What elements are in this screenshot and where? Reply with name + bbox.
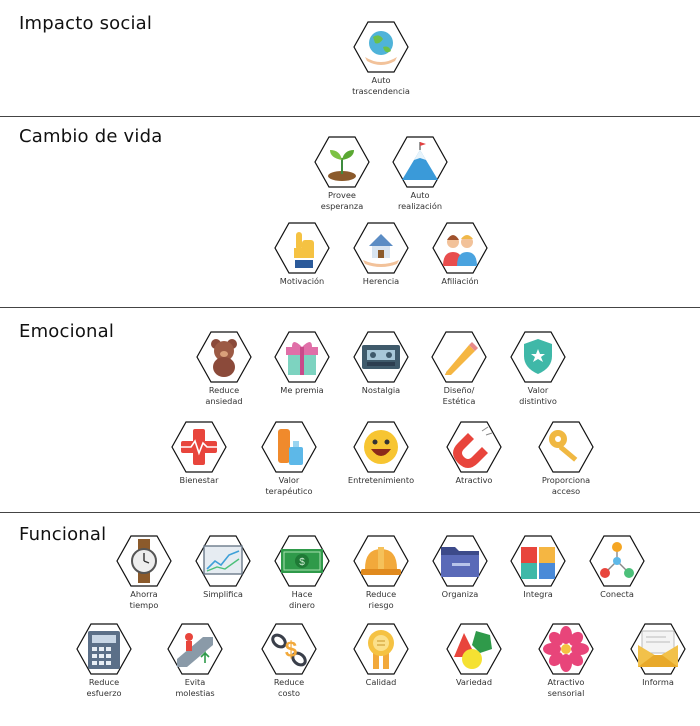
- item-label: Valor distintivo: [519, 385, 557, 406]
- shapes-icon: [446, 623, 502, 675]
- watch-icon: [116, 535, 172, 587]
- item-label: Provee esperanza: [320, 190, 364, 211]
- value-item: Integra: [488, 535, 588, 600]
- item-label: Motivación: [279, 276, 325, 286]
- flower-icon: [538, 623, 594, 675]
- teddy-bear-icon: [196, 331, 252, 383]
- svg-text:$: $: [299, 557, 305, 568]
- item-label: Ahorra tiempo: [129, 589, 159, 610]
- item-label: Valor terapéutico: [265, 475, 313, 496]
- item-label: Informa: [642, 677, 674, 687]
- value-item: Conecta: [567, 535, 667, 600]
- item-label: Auto realización: [397, 190, 443, 211]
- item-label: Integra: [523, 589, 553, 599]
- item-label: Diseño/ Estética: [442, 385, 476, 406]
- chain-dollar-icon: $: [261, 623, 317, 675]
- item-label: Bienestar: [179, 475, 219, 485]
- item-label: Reduce esfuerzo: [86, 677, 122, 698]
- value-item: Motivación: [252, 222, 352, 287]
- chart-board-icon: [195, 535, 251, 587]
- hard-hat-icon: [353, 535, 409, 587]
- item-label: Calidad: [365, 677, 397, 687]
- item-label: Atractivo sensorial: [547, 677, 585, 698]
- value-item: Calidad: [331, 623, 431, 688]
- money-icon: $: [274, 535, 330, 587]
- quality-badge-icon: [353, 623, 409, 675]
- section-title-impacto-social: Impacto social: [19, 13, 153, 34]
- item-label: Reduce ansiedad: [205, 385, 243, 406]
- hand-gesture-icon: [274, 222, 330, 274]
- smiley-icon: [353, 421, 409, 473]
- value-item: Afiliación: [410, 222, 510, 287]
- value-item: Reduce riesgo: [331, 535, 431, 610]
- calculator-icon: [76, 623, 132, 675]
- item-label: Variedad: [455, 677, 493, 687]
- item-label: Conecta: [600, 589, 634, 599]
- item-label: Reduce costo: [273, 677, 305, 698]
- value-item: Organiza: [410, 535, 510, 600]
- item-label: Auto trascendencia: [352, 75, 410, 96]
- value-item: Evita molestias: [145, 623, 245, 698]
- item-label: Simplifica: [203, 589, 243, 599]
- item-label: Afiliación: [441, 276, 479, 286]
- item-label: Herencia: [362, 276, 400, 286]
- medical-cross-icon: [171, 421, 227, 473]
- escalator-icon: [167, 623, 223, 675]
- value-item: Proporciona acceso: [516, 421, 616, 496]
- value-item: Valor distintivo: [488, 331, 588, 406]
- section-title-cambio-de-vida: Cambio de vida: [19, 126, 163, 147]
- house-hand-icon: [353, 222, 409, 274]
- value-item: Reduce ansiedad: [174, 331, 274, 406]
- section-divider: [0, 512, 700, 513]
- gift-icon: [274, 331, 330, 383]
- section-divider: [0, 307, 700, 308]
- shield-star-icon: [510, 331, 566, 383]
- value-item: Herencia: [331, 222, 431, 287]
- item-label: Proporciona acceso: [541, 475, 591, 496]
- folder-icon: [432, 535, 488, 587]
- value-item: Simplifica: [173, 535, 273, 600]
- network-icon: [589, 535, 645, 587]
- magnet-icon: [446, 421, 502, 473]
- value-item: Diseño/ Estética: [409, 331, 509, 406]
- section-divider: [0, 116, 700, 117]
- value-item: Atractivo: [424, 421, 524, 486]
- cream-bottles-icon: [261, 421, 317, 473]
- item-label: Organiza: [441, 589, 479, 599]
- pencil-icon: [431, 331, 487, 383]
- item-label: Nostalgia: [361, 385, 401, 395]
- value-item: Me premia: [252, 331, 352, 396]
- puzzle-icon: [510, 535, 566, 587]
- cassette-icon: [353, 331, 409, 383]
- value-item: Valor terapéutico: [239, 421, 339, 496]
- envelope-icon: [630, 623, 686, 675]
- value-item: Reduce esfuerzo: [54, 623, 154, 698]
- svg-text:$: $: [285, 637, 297, 662]
- item-label: Atractivo: [455, 475, 493, 485]
- section-title-funcional: Funcional: [19, 524, 107, 545]
- value-item: Auto realización: [370, 136, 470, 211]
- sprout-icon: [314, 136, 370, 188]
- value-item: Bienestar: [149, 421, 249, 486]
- key-icon: [538, 421, 594, 473]
- section-title-emocional: Emocional: [19, 321, 115, 342]
- value-item: Atractivo sensorial: [516, 623, 616, 698]
- value-item: Entretenimiento: [331, 421, 431, 486]
- value-item: $ Hace dinero: [252, 535, 352, 610]
- globe-hand-icon: [353, 21, 409, 73]
- item-label: Hace dinero: [289, 589, 315, 610]
- value-item: Informa: [608, 623, 700, 688]
- item-label: Me premia: [280, 385, 324, 395]
- mountain-flag-icon: [392, 136, 448, 188]
- value-item: Variedad: [424, 623, 524, 688]
- value-item: Nostalgia: [331, 331, 431, 396]
- item-label: Entretenimiento: [347, 475, 415, 485]
- value-item: Auto trascendencia: [331, 21, 431, 96]
- value-item: $ Reduce costo: [239, 623, 339, 698]
- value-item: Provee esperanza: [292, 136, 392, 211]
- item-label: Reduce riesgo: [365, 589, 397, 610]
- people-icon: [432, 222, 488, 274]
- value-item: Ahorra tiempo: [94, 535, 194, 610]
- item-label: Evita molestias: [175, 677, 215, 698]
